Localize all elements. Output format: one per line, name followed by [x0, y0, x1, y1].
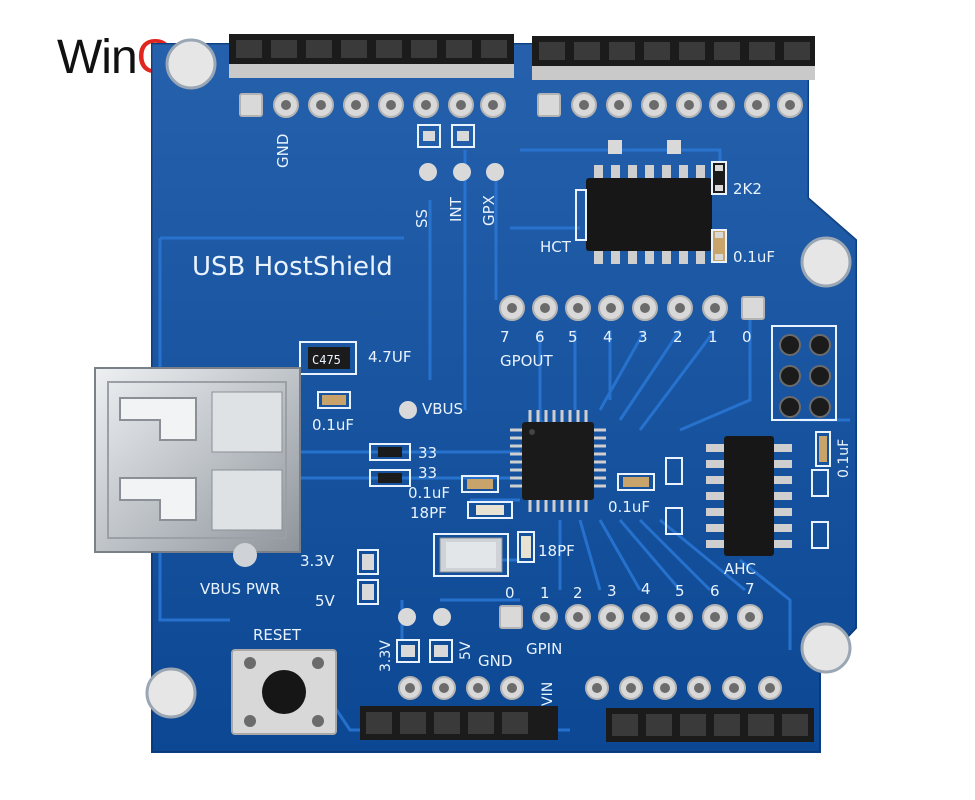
label-cap-vbus: 0.1uF	[312, 416, 354, 434]
label-33a: 33	[418, 444, 437, 462]
label-cap-mid: 0.1uF	[408, 484, 450, 502]
mounting-holes	[145, 38, 852, 719]
reset-button[interactable]	[231, 649, 337, 735]
label-5v-bottom: 5V	[458, 641, 474, 660]
label-gpx: GPX	[480, 195, 498, 226]
resistor-2k2	[711, 161, 727, 195]
pad-lower-a	[398, 608, 416, 626]
board-title: USB HostShield	[192, 252, 393, 282]
svg-text:7: 7	[500, 328, 510, 346]
svg-text:6: 6	[710, 582, 720, 600]
label-gpout: GPOUT	[500, 352, 553, 370]
svg-text:1: 1	[708, 328, 718, 346]
voltage-jumper	[357, 549, 379, 605]
top-header-left	[229, 34, 514, 78]
label-3-3v-bottom: 3.3V	[378, 640, 394, 672]
svg-text:1: 1	[540, 584, 550, 602]
capacitor-top	[711, 229, 727, 263]
svg-text:7: 7	[745, 580, 755, 598]
svg-text:3: 3	[607, 582, 617, 600]
power-jumpers-bottom	[396, 639, 453, 663]
label-4-7uf: 4.7UF	[368, 348, 411, 366]
label-gpin: GPIN	[526, 640, 562, 658]
label-int: INT	[447, 196, 465, 222]
label-vbus-pwr: VBUS PWR	[200, 580, 280, 598]
label-18pf-b: 18PF	[538, 542, 575, 560]
label-cap-right: 0.1uF	[608, 498, 650, 516]
usb-a-connector	[94, 367, 301, 567]
svg-text:5: 5	[675, 582, 685, 600]
label-5v: 5V	[315, 592, 336, 610]
resistor-33-a	[369, 443, 411, 461]
svg-text:0: 0	[742, 328, 752, 346]
ahc-chip	[706, 436, 792, 556]
label-vin: VIN	[540, 682, 556, 706]
label-reset: RESET	[253, 626, 302, 644]
capacitor-18pf-a	[467, 501, 513, 519]
pad-lower-b	[433, 608, 451, 626]
capacitor-475: C475	[299, 341, 357, 375]
icsp-header	[771, 325, 837, 421]
gpin-numbers: 0 1 2 3 4 5 6 7	[505, 580, 755, 602]
label-cap-top: 0.1uF	[733, 248, 775, 266]
bottom-header-left	[360, 706, 558, 740]
capacitor-vertical	[815, 431, 831, 467]
svg-text:6: 6	[535, 328, 545, 346]
hct-chip	[575, 140, 712, 264]
capacitor-18pf-b	[517, 531, 535, 563]
label-vbus: VBUS	[422, 400, 463, 418]
label-18pf-a: 18PF	[410, 504, 447, 522]
resistor-33-b	[369, 469, 411, 487]
gpout-numbers: 7 6 5 4 3 2 1 0	[500, 328, 752, 346]
top-header-right	[532, 36, 815, 80]
label-cap-vertical: 0.1uF	[836, 439, 852, 478]
svg-text:5: 5	[568, 328, 578, 346]
label-ss: SS	[413, 209, 431, 228]
label-3-3v: 3.3V	[300, 552, 335, 570]
jumper-pads	[417, 124, 504, 181]
svg-text:4: 4	[641, 580, 651, 598]
usb-host-controller-chip	[510, 410, 606, 512]
bottom-header-right	[606, 708, 814, 742]
svg-text:0: 0	[505, 584, 515, 602]
crystal-oscillator	[433, 533, 509, 577]
capacitor-vbus	[317, 391, 351, 409]
label-hct: HCT	[540, 238, 572, 256]
svg-text:C475: C475	[312, 353, 341, 367]
side-components	[665, 457, 829, 549]
label-ahc: AHC	[724, 560, 756, 578]
label-2k2: 2K2	[733, 180, 762, 198]
capacitor-mid	[461, 475, 499, 493]
svg-text:4: 4	[603, 328, 613, 346]
label-gnd-bottom: GND	[478, 652, 512, 670]
svg-text:2: 2	[573, 584, 583, 602]
vbus-pad	[399, 401, 417, 419]
svg-text:2: 2	[673, 328, 683, 346]
label-33b: 33	[418, 464, 437, 482]
svg-text:3: 3	[638, 328, 648, 346]
bottom-pads	[398, 676, 782, 700]
capacitor-right	[617, 473, 655, 491]
label-gnd-top: GND	[274, 134, 292, 168]
